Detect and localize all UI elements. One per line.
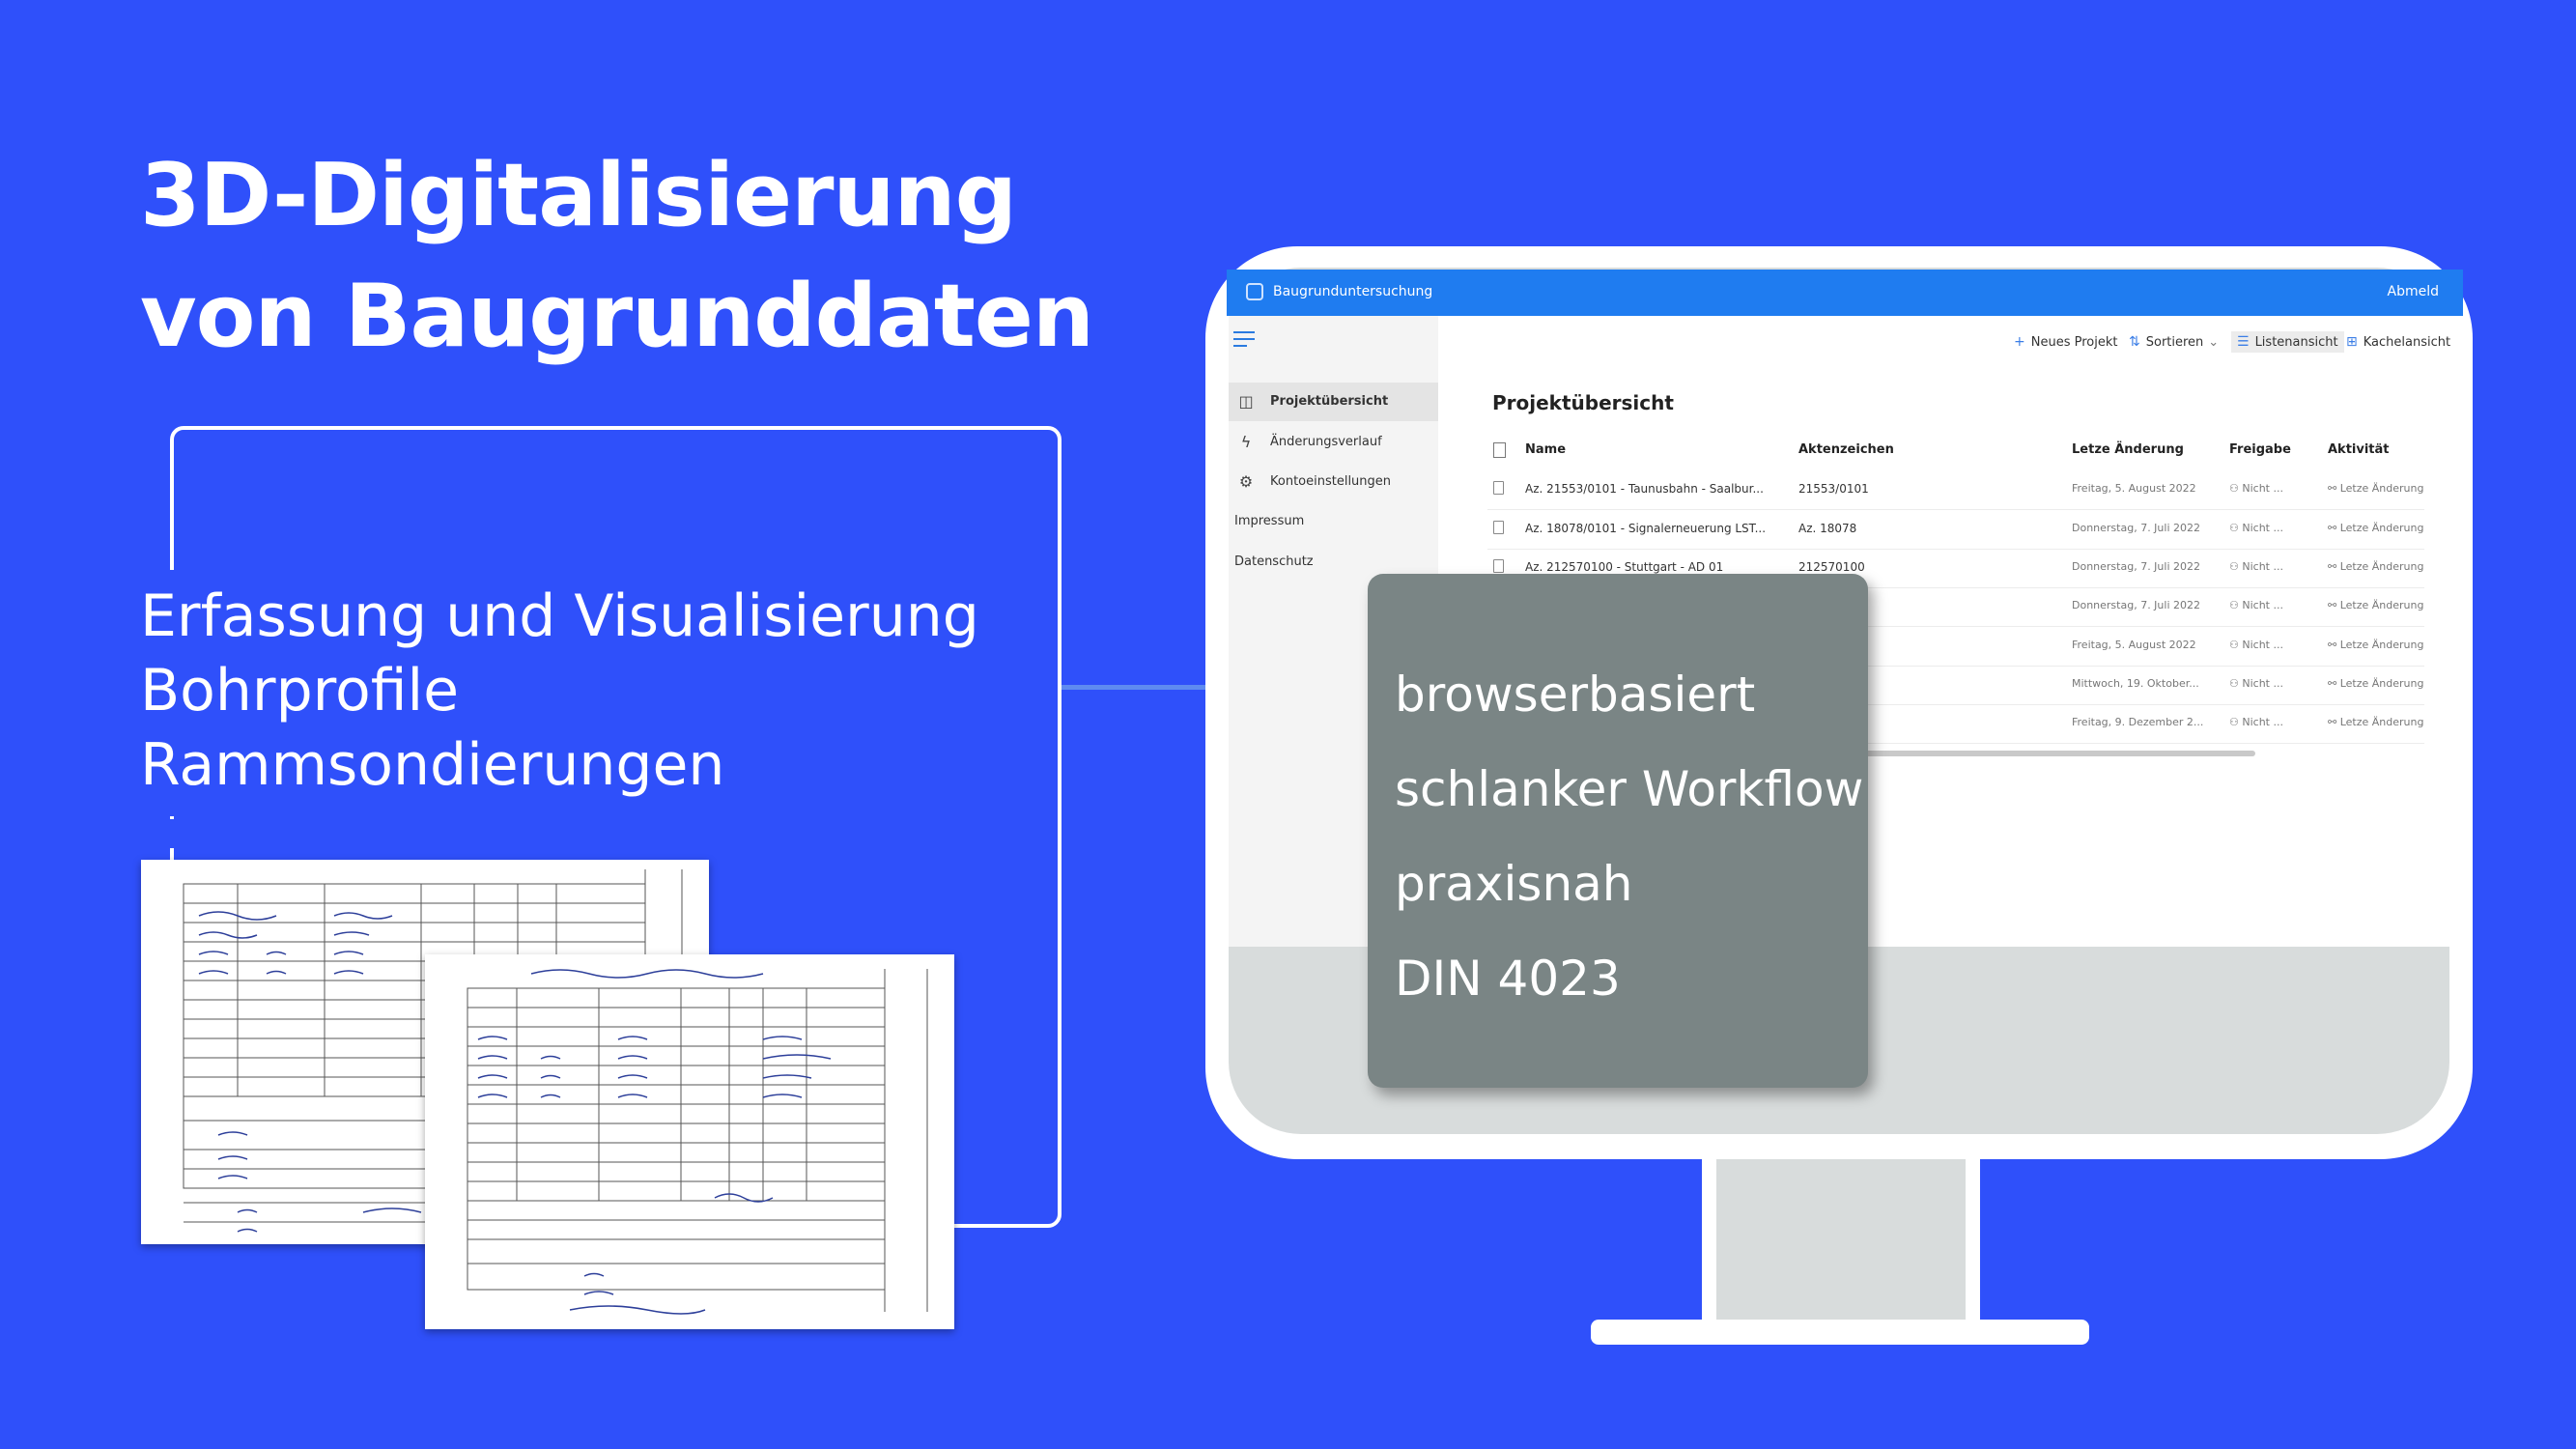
release-status: ⚇ Nicht ...	[2229, 639, 2283, 651]
hamburger-menu-icon[interactable]	[1233, 331, 1255, 347]
column-header-activity[interactable]: Aktivität	[2328, 442, 2390, 457]
horizontal-scrollbar[interactable]	[1830, 751, 2255, 756]
sidebar-item-label: Änderungsverlauf	[1270, 435, 1382, 449]
activity-link[interactable]: ⚯ Letze Änderung	[2328, 677, 2424, 690]
feature-lean-workflow: schlanker Workflow	[1395, 761, 1864, 817]
monitor-stand	[1591, 1320, 2089, 1345]
column-header-name[interactable]: Name	[1525, 442, 1567, 457]
app-header: Baugrunduntersuchung Abmeld	[1227, 270, 2463, 316]
release-status: ⚇ Nicht ...	[2229, 522, 2283, 534]
headline: 3D-Digitalisierung von Baugrunddaten	[140, 135, 1094, 377]
sidebar-item-account-settings[interactable]: ⚙ Kontoeinstellungen	[1229, 463, 1438, 501]
table-row[interactable]: Donnerstag, 7. Juli 2022 ⚇ Nicht ... ⚯ L…	[1487, 587, 2424, 627]
tiles-icon: ⊞	[2346, 334, 2358, 350]
person-icon: ⚇	[2229, 639, 2243, 651]
activity-link[interactable]: ⚯ Letze Änderung	[2328, 639, 2424, 651]
activity-link[interactable]: ⚯ Letze Änderung	[2328, 522, 2424, 534]
feature-card	[1368, 574, 1868, 1088]
column-header-file-number[interactable]: Aktenzeichen	[1798, 442, 1894, 457]
link-icon: ⚯	[2328, 482, 2340, 495]
link-icon: ⚯	[2328, 716, 2340, 728]
sidebar-item-change-history[interactable]: ϟ Änderungsverlauf	[1229, 423, 1438, 462]
link-icon: ⚯	[2328, 599, 2340, 611]
table-row[interactable]: Mittwoch, 19. Oktober... ⚇ Nicht ... ⚯ L…	[1487, 666, 2424, 705]
release-status: ⚇ Nicht ...	[2229, 482, 2283, 495]
column-header-release[interactable]: Freigabe	[2229, 442, 2291, 457]
file-icon	[1493, 521, 1504, 534]
monitor-neck	[1716, 1159, 1966, 1320]
link-icon: ⚯	[2328, 639, 2340, 651]
subtitle-line-3: Rammsondierungen	[140, 731, 725, 799]
sidebar-item-project-overview[interactable]: ◫ Projektübersicht	[1229, 383, 1438, 421]
subtitle: Erfassung und Visualisierung Bohrprofile…	[140, 580, 979, 803]
subtitle-line-2: Bohrprofile	[140, 657, 460, 724]
impressum-link[interactable]: Impressum	[1234, 514, 1305, 528]
table-row[interactable]: Az. 18078/0101 - Signalerneuerung LST...…	[1487, 510, 2424, 550]
person-icon: ⚇	[2229, 482, 2243, 495]
new-project-button[interactable]: +Neues Projekt	[2014, 334, 2118, 350]
table-row[interactable]: Freitag, 5. August 2022 ⚇ Nicht ... ⚯ Le…	[1487, 627, 2424, 667]
sort-button[interactable]: ⇅Sortieren⌄	[2129, 334, 2220, 350]
privacy-link[interactable]: Datenschutz	[1234, 554, 1314, 569]
person-icon: ⚇	[2229, 677, 2243, 690]
activity-link[interactable]: ⚯ Letze Änderung	[2328, 599, 2424, 611]
person-icon: ⚇	[2229, 716, 2243, 728]
list-icon: ☰	[2237, 334, 2250, 350]
page-title: Projektübersicht	[1492, 391, 1674, 414]
subtitle-line-1: Erfassung und Visualisierung	[140, 582, 979, 650]
feature-browser-based: browserbasiert	[1395, 667, 1756, 723]
plus-icon: +	[2014, 334, 2025, 350]
table-row[interactable]: Az. 21553/0101 - Taunusbahn - Saalbur...…	[1487, 470, 2424, 510]
sidebar-item-label: Kontoeinstellungen	[1270, 474, 1392, 489]
arrow-line	[1062, 685, 1274, 690]
feature-practical: praxisnah	[1395, 856, 1633, 912]
release-status: ⚇ Nicht ...	[2229, 560, 2283, 573]
file-icon	[1493, 559, 1504, 573]
column-header-file-icon	[1493, 442, 1506, 462]
list-view-button[interactable]: ☰Listenansicht	[2231, 331, 2344, 353]
drilling-log-grid-2	[467, 969, 928, 1315]
headline-line-1: 3D-Digitalisierung	[140, 145, 1017, 246]
release-status: ⚇ Nicht ...	[2229, 716, 2283, 728]
table-row[interactable]: Az. 212570100 - Stuttgart - AD 01 212570…	[1487, 549, 2424, 588]
chevron-down-icon: ⌄	[2208, 335, 2220, 350]
tile-view-button[interactable]: ⊞Kachelansicht	[2346, 334, 2451, 350]
app-grid-icon[interactable]	[1246, 283, 1263, 300]
drilling-log-scan-2	[425, 954, 954, 1329]
feature-din-4023: DIN 4023	[1395, 951, 1621, 1007]
sidebar-item-label: Projektübersicht	[1270, 394, 1389, 409]
link-icon: ⚯	[2328, 677, 2340, 690]
column-header-last-change[interactable]: Letze Änderung	[2072, 442, 2184, 457]
headline-line-2: von Baugrunddaten	[140, 266, 1094, 367]
release-status: ⚇ Nicht ...	[2229, 677, 2283, 690]
project-icon: ◫	[1238, 392, 1254, 411]
gear-icon: ⚙	[1238, 472, 1254, 491]
link-icon: ⚯	[2328, 560, 2340, 573]
sort-icon: ⇅	[2129, 334, 2140, 350]
app-title: Baugrunduntersuchung	[1273, 284, 1433, 299]
lightning-icon: ϟ	[1240, 433, 1252, 451]
logout-link[interactable]: Abmeld	[2387, 284, 2440, 299]
person-icon: ⚇	[2229, 560, 2243, 573]
activity-link[interactable]: ⚯ Letze Änderung	[2328, 482, 2424, 495]
person-icon: ⚇	[2229, 599, 2243, 611]
file-icon	[1493, 481, 1504, 495]
activity-link[interactable]: ⚯ Letze Änderung	[2328, 716, 2424, 728]
release-status: ⚇ Nicht ...	[2229, 599, 2283, 611]
activity-link[interactable]: ⚯ Letze Änderung	[2328, 560, 2424, 573]
person-icon: ⚇	[2229, 522, 2243, 534]
link-icon: ⚯	[2328, 522, 2340, 534]
table-row[interactable]: Freitag, 9. Dezember 2... ⚇ Nicht ... ⚯ …	[1487, 704, 2424, 744]
